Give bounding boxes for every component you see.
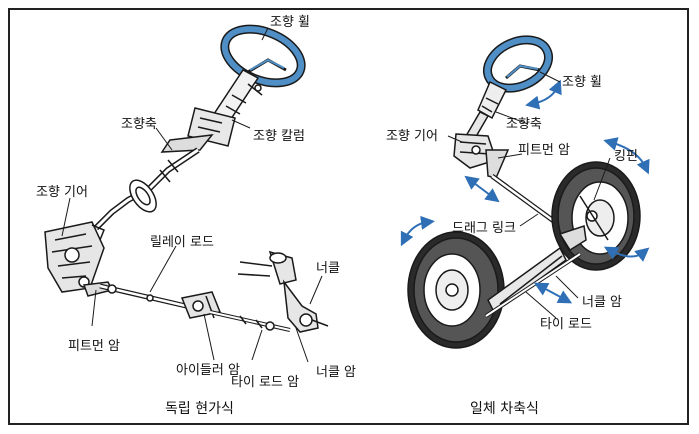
kingpin-rotation-arrow <box>603 137 650 175</box>
caption-right: 일체 차축식 <box>470 401 539 417</box>
right-wheel-near-shape <box>551 161 641 271</box>
label-right-kingpin: 킹핀 <box>614 149 638 164</box>
caption-left: 독립 현가식 <box>165 401 234 417</box>
motion-arrows <box>400 79 650 304</box>
wheel-rotation-arrow <box>525 79 562 110</box>
label-right-tie-rod: 타이 로드 <box>540 317 592 332</box>
right-tie-rod-shape <box>484 252 582 318</box>
label-left-steering-column: 조향 칼럼 <box>253 129 305 144</box>
left-relay-rod-shape <box>99 283 187 309</box>
left-steering-shaft-shape <box>93 147 200 231</box>
label-left-steering-shaft: 조향축 <box>121 117 157 132</box>
tie-rod-arrow <box>533 282 573 304</box>
label-right-steering-wheel: 조향 휠 <box>562 75 603 90</box>
left-tie-rod-shape <box>209 310 291 332</box>
left-steering-gear-shape <box>44 221 105 293</box>
left-steering-system <box>44 24 329 333</box>
label-left-knuckle-arm: 너클 암 <box>316 365 357 380</box>
label-left-pitman-arm: 피트먼 암 <box>68 339 120 354</box>
left-steering-column-shape <box>187 69 263 147</box>
label-right-drag-link: 드래그 링크 <box>452 221 516 236</box>
leader-lines <box>61 27 611 363</box>
label-right-pitman-arm: 피트먼 암 <box>518 143 570 158</box>
diagram-frame <box>8 8 689 425</box>
label-left-steering-wheel: 조향 휠 <box>270 15 311 30</box>
left-column-bracket-shape <box>160 134 214 153</box>
front-wheel-rotation-arrow <box>400 215 435 247</box>
label-left-relay-rod: 릴레이 로드 <box>150 235 214 250</box>
label-left-tie-rod-arm: 타이 로드 암 <box>231 375 300 390</box>
knuckle-arm-arrow <box>603 246 650 262</box>
label-left-idler-arm: 아이들러 암 <box>176 363 240 378</box>
right-steering-column-shape <box>464 80 508 141</box>
label-right-steering-gear: 조향 기어 <box>386 129 438 144</box>
left-knuckle-shape <box>237 250 329 333</box>
right-pitman-arm-shape <box>485 149 510 179</box>
label-right-knuckle-arm: 너클 암 <box>582 295 623 310</box>
right-steering-gear-shape <box>453 133 497 169</box>
label-right-steering-shaft: 조향축 <box>506 117 542 132</box>
label-left-knuckle: 너클 <box>316 261 340 276</box>
drag-link-arrow <box>464 175 500 203</box>
label-left-steering-gear: 조향 기어 <box>36 185 88 200</box>
right-steering-system <box>407 35 641 349</box>
right-axle-beam-shape <box>487 246 567 314</box>
right-wheel-far-shape <box>407 231 505 349</box>
right-knuckle-arm-shape <box>558 225 587 252</box>
